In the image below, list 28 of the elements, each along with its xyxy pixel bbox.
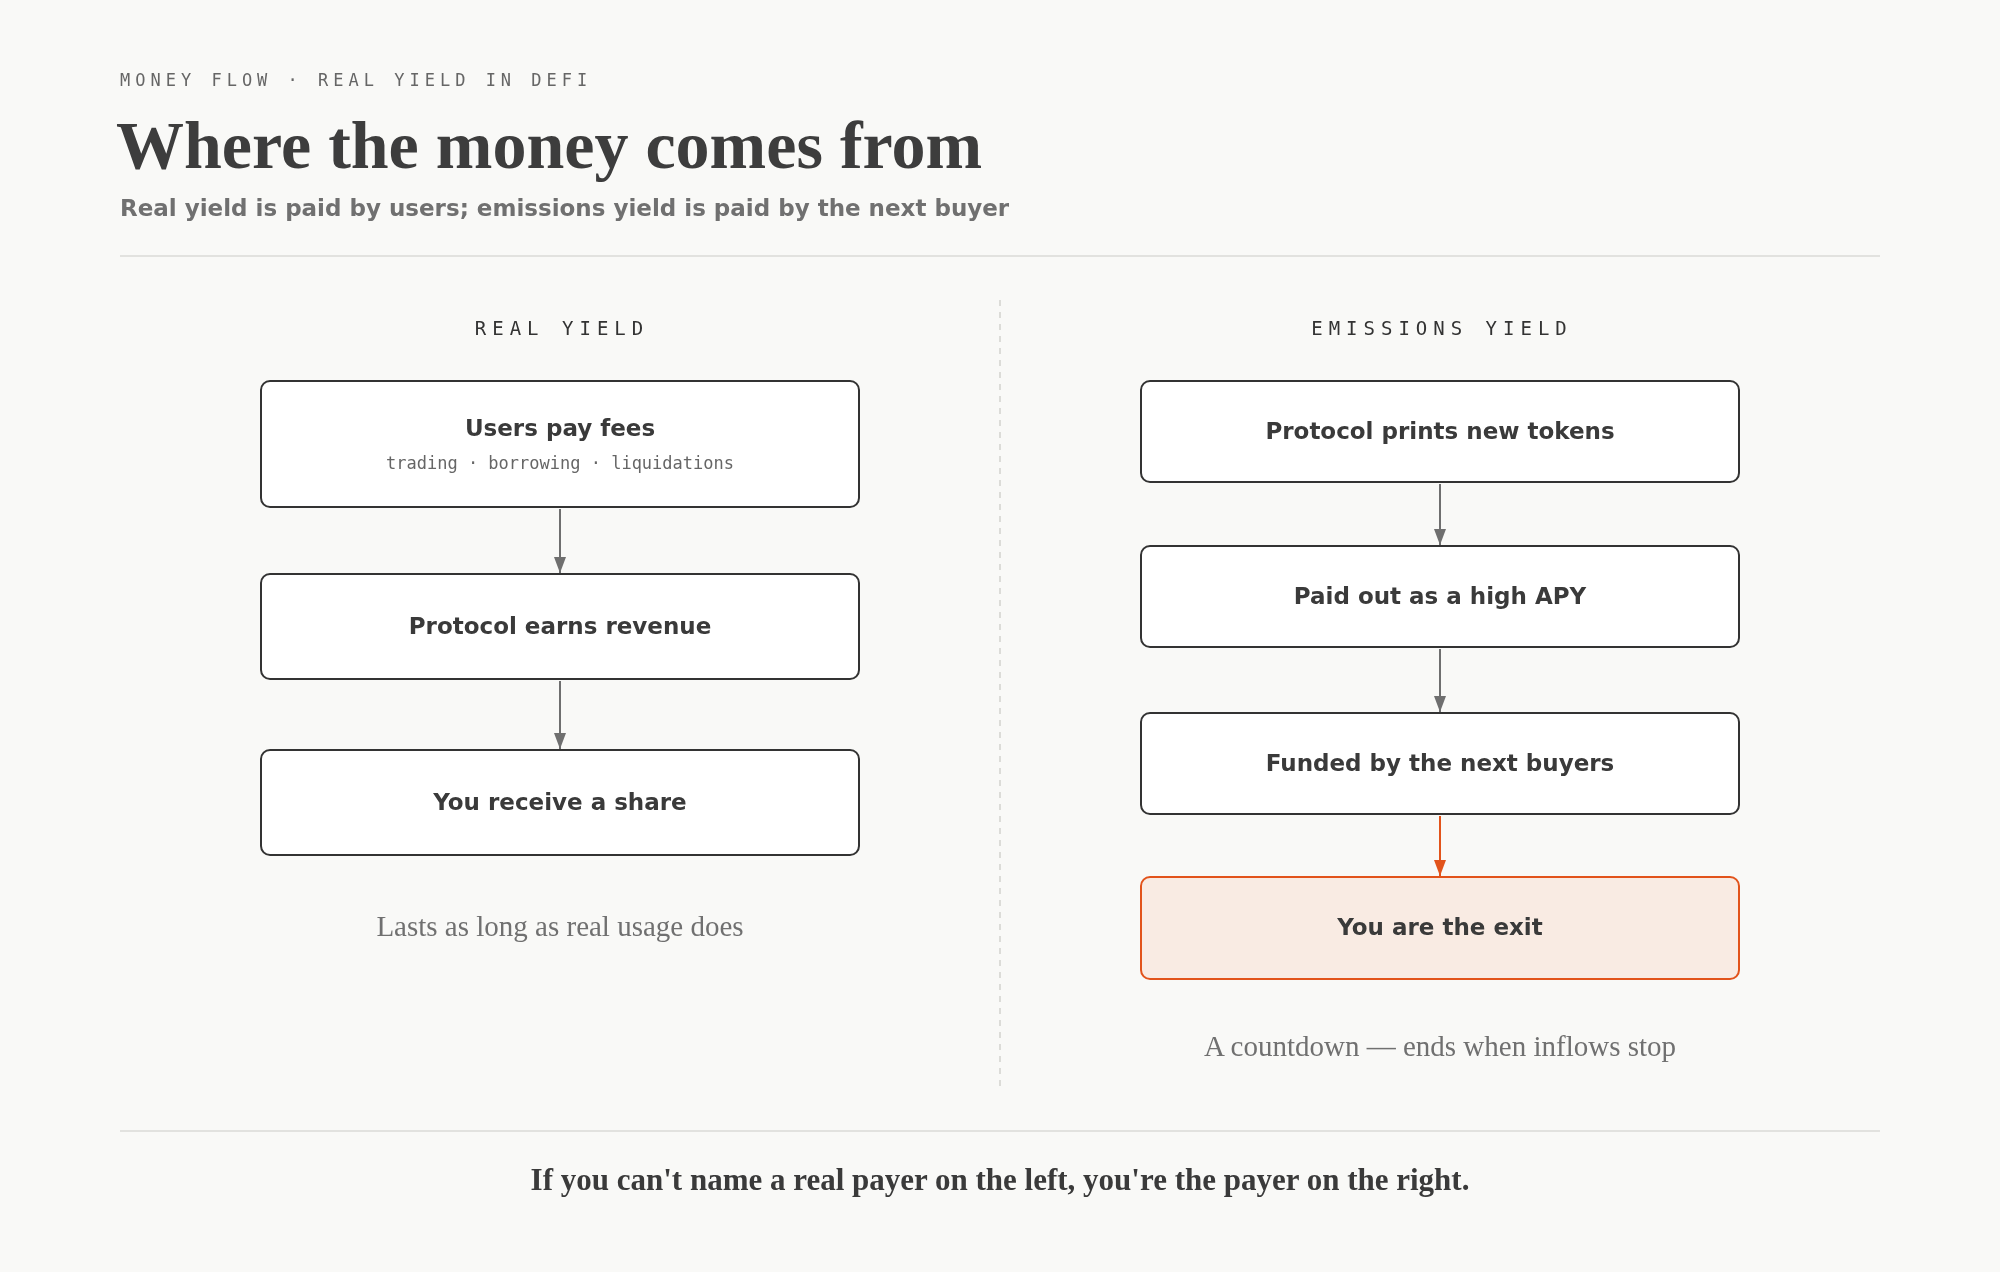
column-heading: EMISSIONS YIELD xyxy=(1311,316,1573,340)
process-box xyxy=(1140,712,1740,815)
highlighted-box xyxy=(1140,876,1740,980)
box-title: Funded by the next buyers xyxy=(1265,749,1615,778)
caption: If you can't name a real payer on the left, you're the payer on the right. xyxy=(530,1161,1470,1199)
box-title: Users pay fees xyxy=(464,414,656,443)
box-title: You receive a share xyxy=(433,788,687,817)
box-title: You are the exit xyxy=(1337,914,1543,942)
column-heading: REAL YIELD xyxy=(474,316,650,340)
process-box xyxy=(1140,380,1740,483)
arrow xyxy=(554,508,566,574)
arrow xyxy=(554,680,566,750)
column-note: Lasts as long as real usage does xyxy=(376,908,744,944)
arrow xyxy=(1434,648,1446,713)
title: Where the money comes from xyxy=(116,106,983,186)
subtitle: Real yield is paid by users; emissions yield is paid by the next buyer xyxy=(120,195,1010,223)
arrow xyxy=(1434,483,1446,546)
process-box xyxy=(260,380,860,508)
process-box xyxy=(260,573,860,680)
box-subtitle: trading · borrowing · liquidations xyxy=(386,453,734,474)
box-title: Paid out as a high APY xyxy=(1293,582,1587,611)
process-box xyxy=(1140,545,1740,648)
box-title: Protocol prints new tokens xyxy=(1265,417,1615,446)
box-title: Protocol earns revenue xyxy=(408,612,712,641)
process-box xyxy=(260,749,860,856)
arrow xyxy=(1434,815,1446,877)
column-note: A countdown — ends when inflows stop xyxy=(1204,1028,1676,1064)
eyebrow-text: MONEY FLOW · REAL YIELD IN DEFI xyxy=(120,69,593,91)
